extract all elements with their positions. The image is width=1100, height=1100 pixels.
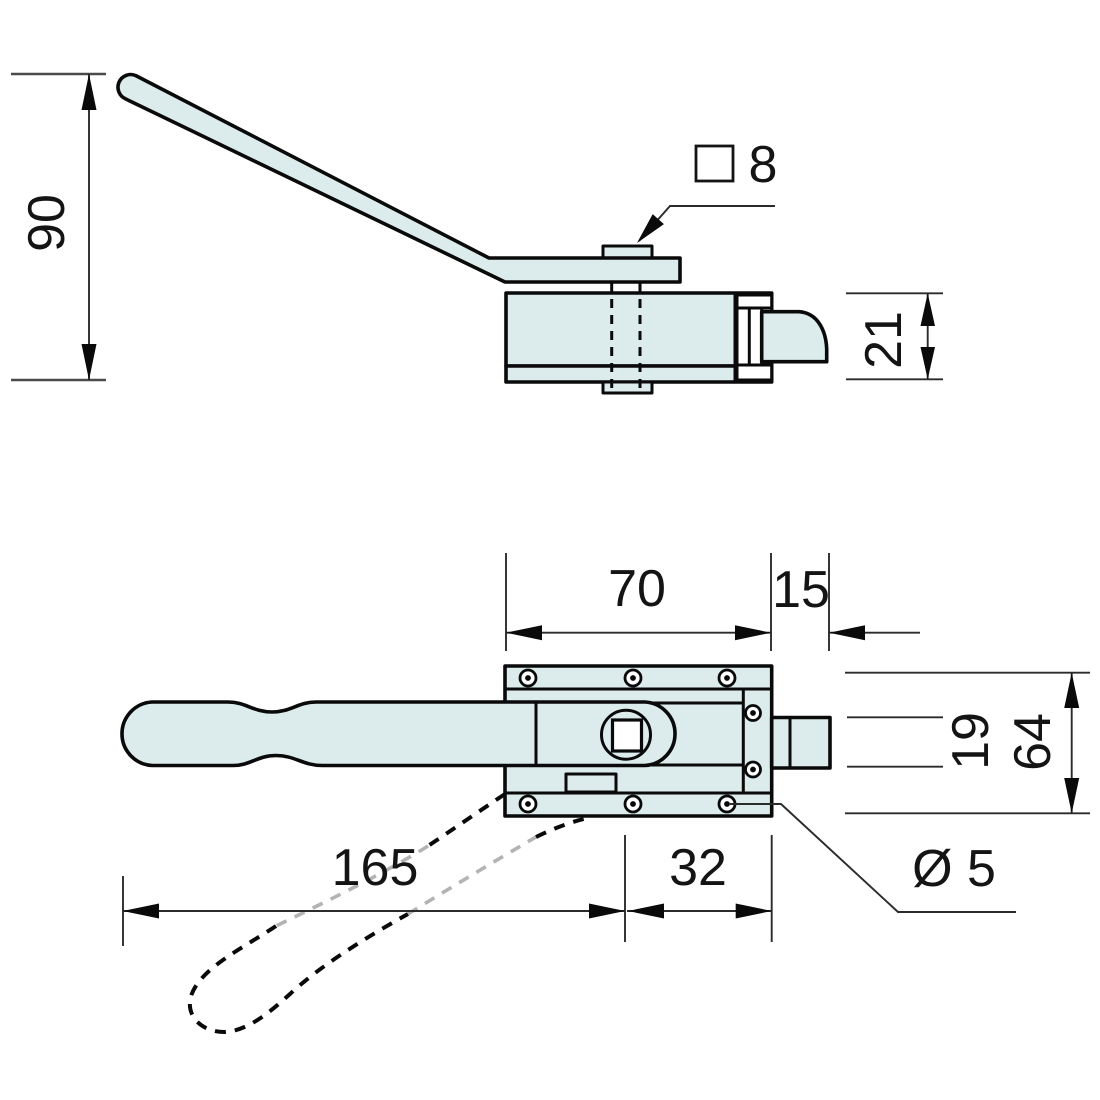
dim-15-arrow	[829, 625, 865, 641]
dim-70-arrow-right	[735, 625, 771, 641]
dim-64-arrow-up	[1064, 672, 1080, 708]
dim-165-arrow-right	[589, 903, 625, 919]
dim-19-label: 19	[942, 712, 1000, 770]
screw-hole	[623, 794, 643, 814]
screw-hole	[717, 794, 737, 814]
cord-strand-a-gray	[275, 844, 429, 928]
side-view: 90 8 21	[11, 72, 943, 395]
dimension-handle-height: 90	[11, 72, 106, 382]
dim-165-label: 165	[332, 839, 419, 897]
dim-hole-dia-label: Ø 5	[912, 840, 996, 898]
dim-32-label: 32	[669, 839, 727, 897]
plan-view: 70 15 19 64 1	[120, 553, 1090, 1035]
dim-90-label: 90	[18, 194, 76, 252]
lever-handle-plan	[120, 700, 677, 768]
bolt-side	[759, 309, 829, 364]
cord-loop	[187, 792, 593, 1035]
dim-90-arrow-up	[81, 74, 97, 110]
hole-leader-line	[730, 803, 1016, 913]
dim-90-arrow-down	[81, 344, 97, 380]
screw-hole	[518, 794, 538, 814]
dimension-case-height: 64	[845, 671, 1090, 815]
screw-holes	[518, 668, 762, 814]
screw-hole	[744, 760, 762, 779]
bolt-plan	[769, 715, 832, 770]
screw-hole	[623, 668, 643, 688]
screw-hole	[518, 668, 538, 688]
cord-loop-black	[187, 912, 409, 1035]
dimension-bolt-throw: 15	[772, 553, 920, 651]
dim-8-label: 8	[749, 136, 778, 194]
cord-strand-a-black	[426, 792, 507, 848]
dim-21-arrow-down	[920, 347, 935, 380]
dimension-case-width: 70	[505, 553, 772, 651]
dim-21-label: 21	[855, 311, 913, 369]
lever-handle-side	[116, 72, 682, 284]
case-slot	[564, 772, 618, 794]
dim-70-label: 70	[608, 560, 666, 618]
dim-70-arrow-left	[506, 625, 542, 641]
dim-64-label: 64	[1004, 713, 1062, 771]
dimension-case-thickness: 21	[846, 292, 943, 381]
dim-64-arrow-down	[1064, 778, 1080, 814]
dimension-handle-length: 165	[122, 835, 626, 946]
dim-15-label: 15	[772, 561, 830, 619]
screw-hole	[717, 668, 737, 688]
dim-21-arrow-up	[920, 293, 935, 326]
spindle-boss-bottom	[601, 380, 654, 395]
dim-32-arrow-left	[628, 903, 664, 919]
screw-hole	[744, 704, 762, 722]
dimension-bolt-width: 19	[847, 712, 1000, 770]
callout-screw-hole-diameter: Ø 5	[730, 803, 1016, 913]
callout-spindle-square: 8	[637, 136, 777, 243]
dimension-spindle-to-edge: 32	[627, 835, 773, 942]
dim-32-arrow-right	[735, 903, 772, 919]
spindle-leader-arrow	[637, 214, 664, 243]
square-symbol	[694, 144, 735, 183]
cord-strand-b-black	[535, 815, 593, 839]
spindle-square-hole	[610, 718, 644, 753]
dim-165-arrow-left	[123, 903, 159, 919]
